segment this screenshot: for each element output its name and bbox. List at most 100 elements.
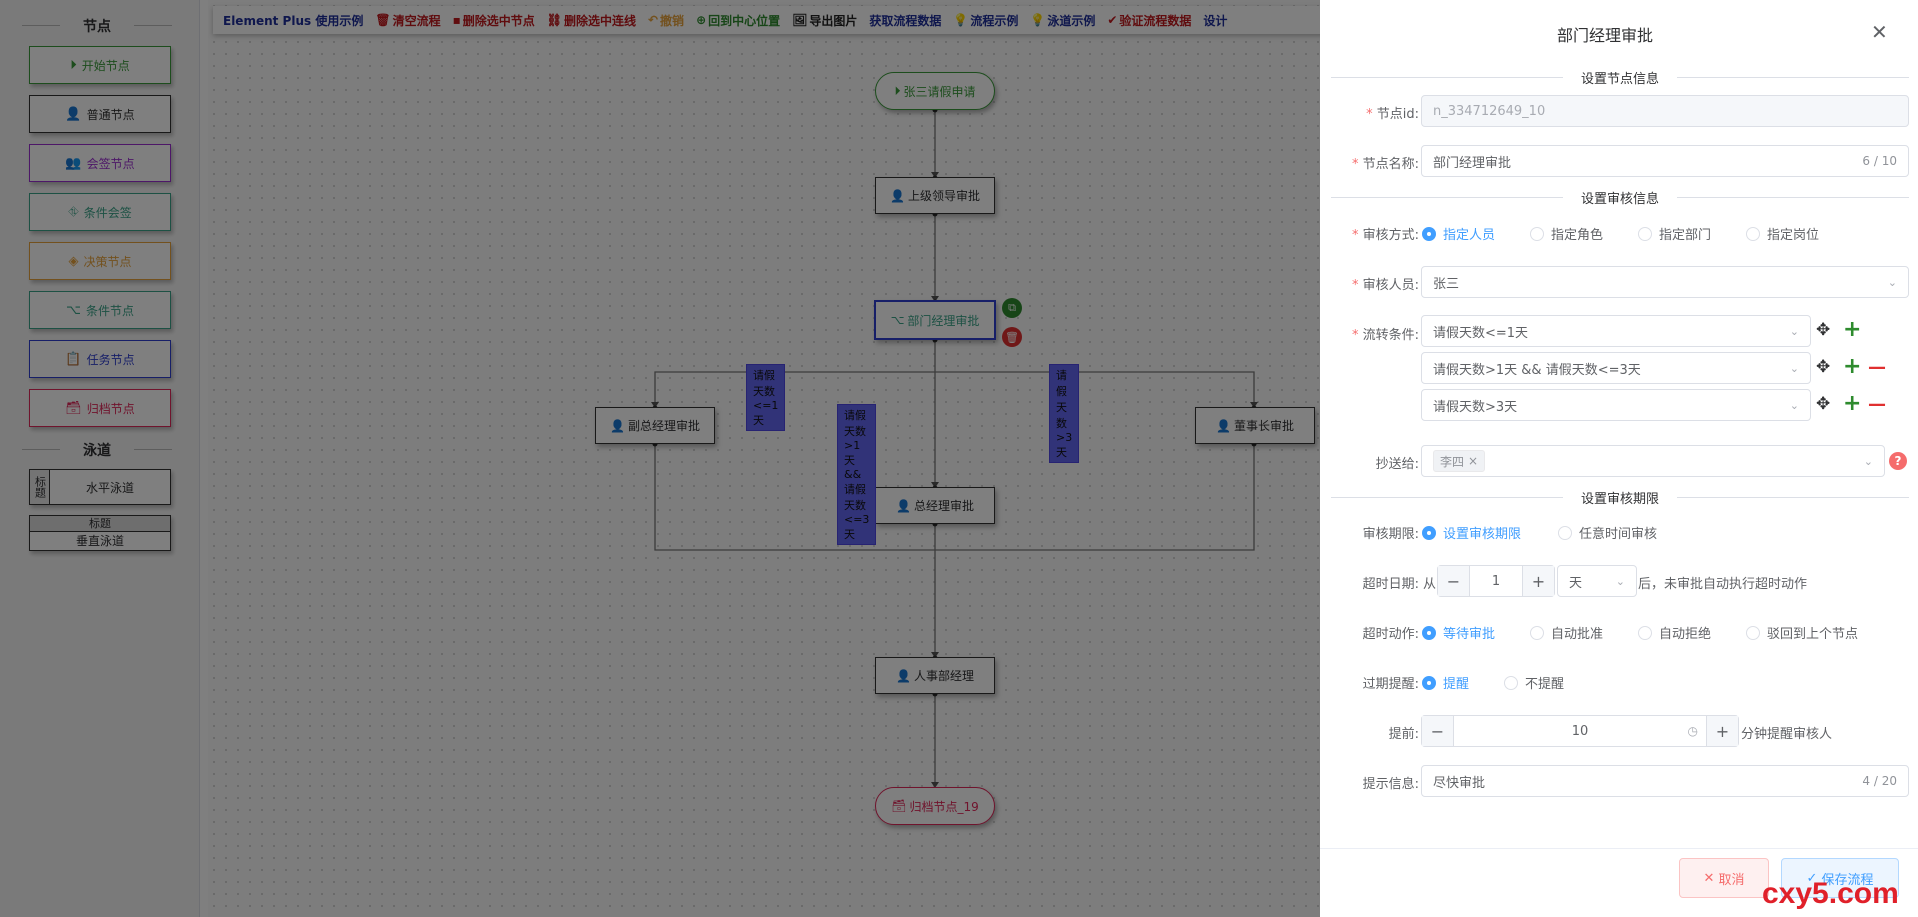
radio-dot[interactable] xyxy=(1422,226,1436,241)
radio-dot[interactable] xyxy=(1530,226,1544,241)
radio-label: 指定部门 xyxy=(1659,228,1712,243)
chevron-down-icon: ⌄ xyxy=(1615,574,1625,588)
cc-tag: 李四× xyxy=(1433,450,1486,472)
remind-label: 过期提醒: xyxy=(1362,677,1419,692)
chevron-down-icon: ⌄ xyxy=(1789,398,1799,412)
chevron-down-icon: ⌄ xyxy=(1863,454,1873,468)
section-title: 设置节点信息 xyxy=(1562,68,1678,87)
watermark: cxy5.com xyxy=(1762,877,1899,910)
clock-icon: ◷ xyxy=(1687,724,1698,738)
timeout-prefix: 从 xyxy=(1423,577,1437,592)
remind_modes-radio-0[interactable]: 提醒 xyxy=(1422,673,1469,692)
radio-dot[interactable] xyxy=(1504,675,1518,690)
tip-input[interactable]: 尽快审批 4 / 20 xyxy=(1421,765,1909,797)
actions-radio-0[interactable]: 等待审批 xyxy=(1422,623,1495,642)
deadline_modes-radio-1[interactable]: 任意时间审核 xyxy=(1558,523,1657,542)
node-id-label: 节点id: xyxy=(1331,103,1419,122)
condition-select-0[interactable]: 请假天数<=1天 ⌄ xyxy=(1421,315,1811,347)
radio-label: 不提醒 xyxy=(1525,677,1565,692)
move-icon[interactable]: ✥ xyxy=(1816,394,1831,414)
audit_modes-radio-1[interactable]: 指定角色 xyxy=(1530,224,1603,243)
radio-label: 任意时间审核 xyxy=(1579,527,1658,542)
ahead-value[interactable]: 10◷ xyxy=(1454,716,1706,746)
tip-label: 提示信息: xyxy=(1362,777,1419,792)
remind_modes-radio-1[interactable]: 不提醒 xyxy=(1504,673,1564,692)
action-label: 超时动作: xyxy=(1362,627,1419,642)
unit-value: 天 xyxy=(1569,575,1583,591)
close-icon: ✕ xyxy=(1703,870,1715,886)
node-id-field: n_334712649_10 xyxy=(1421,95,1909,127)
condition-select-1[interactable]: 请假天数>1天 && 请假天数<=3天⌄ xyxy=(1421,352,1811,384)
remove-condition-icon[interactable]: — xyxy=(1868,357,1886,378)
section-divider-node: 设置节点信息 xyxy=(1331,68,1909,87)
save-label: 保存流程 xyxy=(1821,872,1874,888)
timeout-label: 超时日期: xyxy=(1362,577,1419,592)
char-count: 4 / 20 xyxy=(1862,774,1897,788)
radio-dot[interactable] xyxy=(1746,226,1760,241)
condition-value: 请假天数>1天 && 请假天数<=3天 xyxy=(1433,362,1641,378)
increase-button[interactable]: + xyxy=(1706,716,1738,746)
ahead-stepper[interactable]: − 10◷ + xyxy=(1421,715,1739,747)
radio-dot[interactable] xyxy=(1638,625,1652,640)
remove-condition-icon[interactable]: — xyxy=(1868,394,1886,415)
section-title: 设置审核信息 xyxy=(1562,188,1678,207)
save-flow-button[interactable]: ✓保存流程 xyxy=(1781,858,1899,898)
ahead-suffix: 分钟提醒审核人 xyxy=(1741,727,1833,742)
timeout-unit-select[interactable]: 天⌄ xyxy=(1557,565,1637,597)
condition-value: 请假天数<=1天 xyxy=(1433,325,1529,341)
radio-label: 自动批准 xyxy=(1551,627,1604,642)
cancel-button[interactable]: ✕取消 xyxy=(1679,858,1769,898)
actions-radio-1[interactable]: 自动批准 xyxy=(1530,623,1603,642)
tag-label: 李四 xyxy=(1440,454,1465,469)
add-condition-icon[interactable]: + xyxy=(1843,354,1862,379)
char-count: 6 / 10 xyxy=(1862,154,1897,168)
close-icon[interactable]: ✕ xyxy=(1871,20,1888,44)
audit_modes-radio-2[interactable]: 指定部门 xyxy=(1638,224,1711,243)
radio-label: 指定岗位 xyxy=(1767,228,1820,243)
node-name-value: 部门经理审批 xyxy=(1433,155,1512,171)
audit-mode-label: 审核方式: xyxy=(1331,224,1419,243)
deadline_modes-radio-0[interactable]: 设置审核期限 xyxy=(1422,523,1521,542)
cancel-label: 取消 xyxy=(1718,872,1745,888)
move-icon[interactable]: ✥ xyxy=(1816,357,1831,377)
add-condition-icon[interactable]: + xyxy=(1843,317,1862,342)
condition-label: 流转条件: xyxy=(1331,324,1419,343)
drawer-title: 部门经理审批 xyxy=(1556,26,1653,45)
radio-dot[interactable] xyxy=(1422,625,1436,640)
audit_modes-radio-3[interactable]: 指定岗位 xyxy=(1746,224,1819,243)
radio-dot[interactable] xyxy=(1422,675,1436,690)
radio-label: 驳回到上个节点 xyxy=(1767,627,1859,642)
actions-radio-2[interactable]: 自动拒绝 xyxy=(1638,623,1711,642)
footer-divider xyxy=(1320,848,1918,849)
chevron-down-icon: ⌄ xyxy=(1887,275,1897,289)
audit_modes-radio-0[interactable]: 指定人员 xyxy=(1422,224,1495,243)
radio-dot[interactable] xyxy=(1638,226,1652,241)
timeout-suffix: 后，未审批自动执行超时动作 xyxy=(1638,577,1808,592)
increase-button[interactable]: + xyxy=(1522,566,1554,596)
timeout-value[interactable]: 1 xyxy=(1491,573,1501,589)
cc-select[interactable]: 李四× ⌄ xyxy=(1421,445,1885,477)
radio-dot[interactable] xyxy=(1422,525,1436,540)
check-icon: ✓ xyxy=(1806,870,1818,886)
auditor-label: 审核人员: xyxy=(1331,274,1419,293)
timeout-stepper[interactable]: − 1 + xyxy=(1437,565,1555,597)
chevron-down-icon: ⌄ xyxy=(1789,324,1799,338)
actions-radio-3[interactable]: 驳回到上个节点 xyxy=(1746,623,1858,642)
radio-dot[interactable] xyxy=(1746,625,1760,640)
radio-dot[interactable] xyxy=(1530,625,1544,640)
tip-value: 尽快审批 xyxy=(1433,775,1486,791)
decrease-button[interactable]: − xyxy=(1438,566,1470,596)
radio-label: 提醒 xyxy=(1443,677,1470,692)
node-name-input[interactable]: 部门经理审批 6 / 10 xyxy=(1421,145,1909,177)
condition-value: 请假天数>3天 xyxy=(1433,399,1518,415)
section-divider-audit: 设置审核信息 xyxy=(1331,188,1909,207)
decrease-button[interactable]: − xyxy=(1422,716,1454,746)
condition-select-2[interactable]: 请假天数>3天 ⌄ xyxy=(1421,389,1811,421)
help-icon[interactable]: ? xyxy=(1889,452,1907,470)
move-icon[interactable]: ✥ xyxy=(1816,320,1831,340)
tag-close-icon[interactable]: × xyxy=(1468,454,1479,468)
node-name-label: 节点名称: xyxy=(1331,153,1419,172)
auditor-select[interactable]: 张三⌄ xyxy=(1421,266,1909,298)
radio-dot[interactable] xyxy=(1558,525,1572,540)
add-condition-icon[interactable]: + xyxy=(1843,391,1862,416)
